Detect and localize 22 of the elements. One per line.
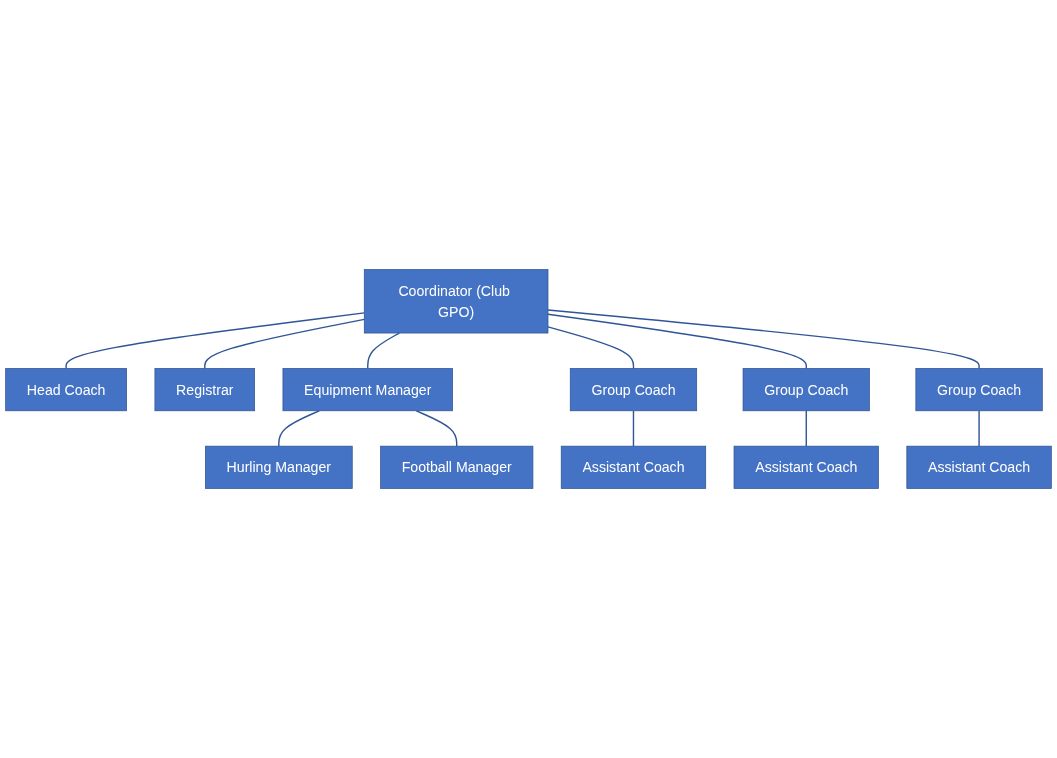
connector: [547, 326, 635, 370]
node-box: Group Coach: [569, 368, 698, 412]
node-box: Assistant Coach: [560, 445, 707, 489]
node-box: Hurling Manager: [205, 445, 353, 489]
connector: [204, 318, 365, 370]
node-box: Equipment Manager: [282, 368, 453, 412]
node-box: Assistant Coach: [906, 445, 1052, 489]
node-box: Assistant Coach: [733, 445, 879, 489]
connector: [632, 410, 635, 447]
connector: [805, 410, 807, 447]
node-box: Head Coach: [5, 368, 127, 412]
node-box: Registrar: [154, 368, 255, 412]
node-box: Football Manager: [380, 445, 534, 489]
connector: [978, 410, 980, 447]
connector: [415, 410, 458, 447]
connector: [547, 309, 980, 370]
node-box: Coordinator (Club GPO): [363, 269, 549, 334]
connector: [547, 313, 807, 370]
connector: [65, 312, 365, 370]
connector: [278, 410, 320, 447]
node-box: Group Coach: [915, 368, 1043, 412]
node-box: Group Coach: [742, 368, 870, 412]
